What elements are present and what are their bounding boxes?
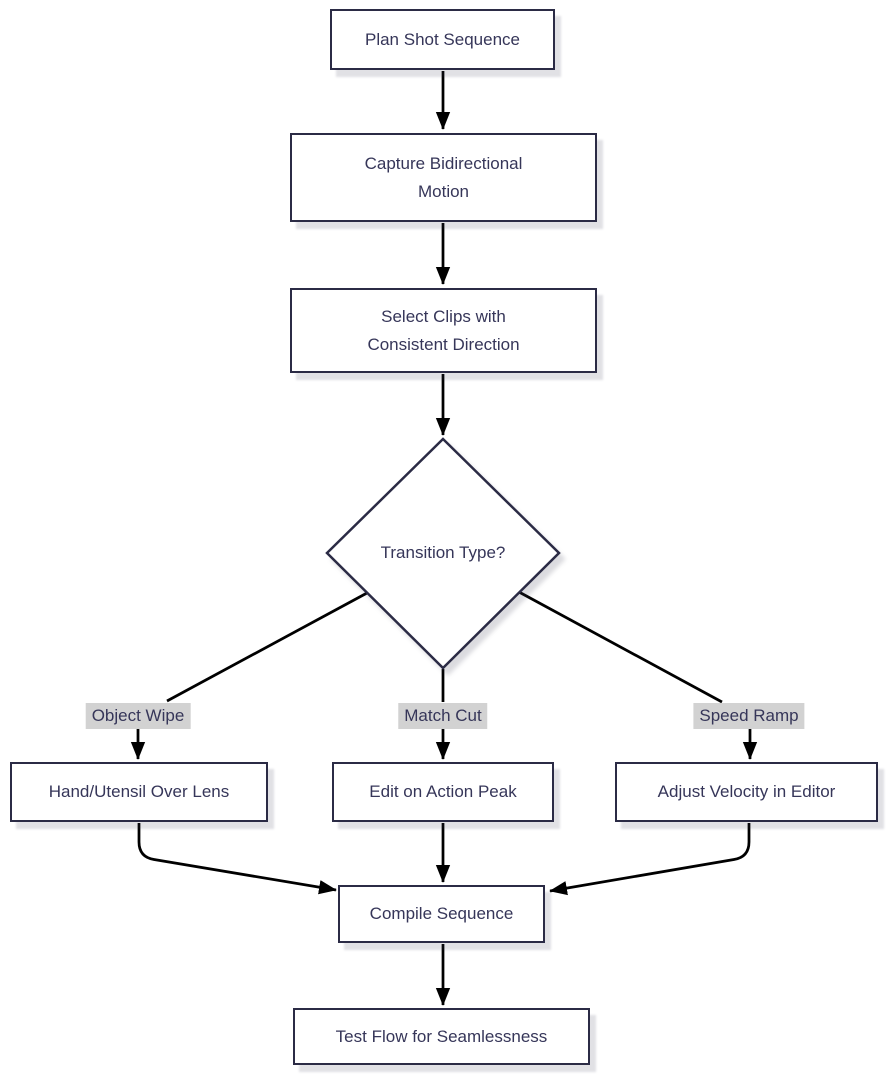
edge-decision-speedramp-diagonal — [518, 590, 723, 704]
node-label: Adjust Velocity in Editor — [657, 782, 836, 802]
node-label: Edit on Action Peak — [369, 782, 517, 802]
node-capture-bidirectional-motion: Capture Bidirectional Motion — [290, 133, 597, 222]
node-label: Test Flow for Seamlessness — [335, 1026, 548, 1046]
node-transition-type-decision: Transition Type? — [380, 543, 506, 562]
edge-decision-objectwipe-diagonal — [166, 591, 368, 703]
node-label: Select Clips with Consistent Direction — [367, 307, 520, 354]
node-plan-shot-sequence: Plan Shot Sequence — [330, 9, 555, 70]
node-compile-sequence: Compile Sequence — [338, 885, 545, 943]
edge-label-speed-ramp: Speed Ramp — [693, 703, 805, 729]
node-label: Capture Bidirectional Motion — [364, 154, 523, 201]
node-test-flow-for-seamlessness: Test Flow for Seamlessness — [293, 1008, 590, 1065]
node-label: Hand/Utensil Over Lens — [48, 782, 230, 802]
edge-label-match-cut: Match Cut — [398, 703, 488, 729]
edge-adjust-compile — [549, 823, 751, 896]
node-label: Compile Sequence — [369, 904, 514, 924]
edge-hand-compile — [137, 823, 337, 895]
node-adjust-velocity-in-editor: Adjust Velocity in Editor — [615, 762, 878, 822]
node-select-clips: Select Clips with Consistent Direction — [290, 288, 597, 373]
node-hand-utensil-over-lens: Hand/Utensil Over Lens — [10, 762, 268, 822]
decision-diamond-shape — [325, 437, 561, 670]
node-edit-on-action-peak: Edit on Action Peak — [332, 762, 554, 822]
edge-label-object-wipe: Object Wipe — [85, 703, 191, 729]
node-label: Plan Shot Sequence — [364, 29, 520, 49]
